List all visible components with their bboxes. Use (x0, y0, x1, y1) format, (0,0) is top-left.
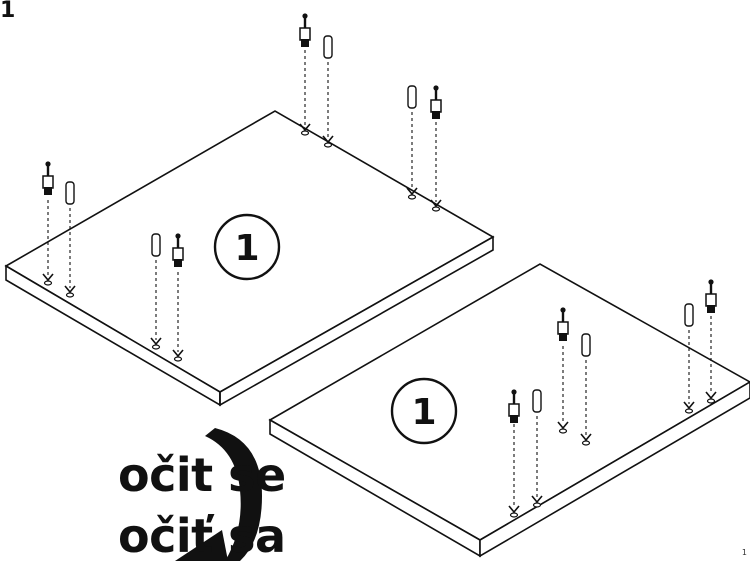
dowel-icon (151, 233, 161, 257)
dowel-icon (407, 85, 417, 109)
svg-text:1: 1 (411, 392, 436, 433)
screw-icon (298, 12, 312, 49)
dowel-icon (65, 181, 75, 205)
dowel-icon (684, 303, 694, 327)
step-badge-lower: 1 (390, 377, 458, 445)
screw-icon (704, 278, 718, 315)
dowel-icon (532, 389, 542, 413)
corner-step-mark: 1 (0, 0, 16, 23)
dowel-icon (323, 35, 333, 59)
screw-icon (429, 84, 443, 121)
caption-line-2: očiť sa (118, 509, 286, 563)
step-badge-upper: 1 (213, 213, 281, 281)
fittings-lower (513, 316, 712, 508)
panel-lower (268, 263, 750, 558)
caption-line-1: očit se (118, 448, 286, 502)
svg-text:1: 1 (234, 228, 259, 269)
dowel-icon (581, 333, 591, 357)
screw-icon (41, 160, 55, 197)
page-mark: 1 (741, 548, 747, 557)
fittings-upper (47, 50, 437, 352)
rotate-arrow-icon (175, 428, 262, 561)
